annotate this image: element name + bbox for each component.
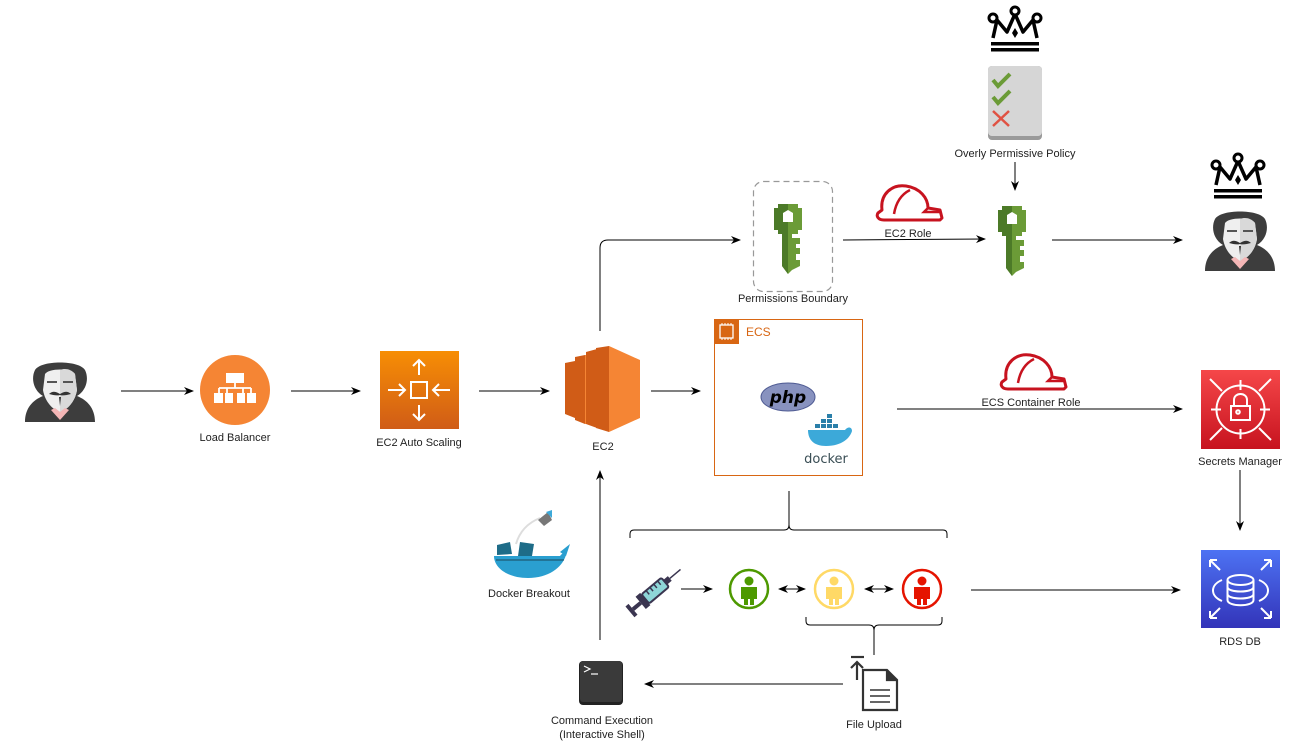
- php-logo-icon[interactable]: php: [760, 382, 816, 412]
- secrets-manager-node[interactable]: [1201, 370, 1280, 449]
- secrets-manager-label: Secrets Manager: [1198, 456, 1282, 468]
- ecs-title: ECS: [746, 325, 771, 339]
- attacker-node[interactable]: [24, 361, 96, 423]
- crown-icon: [987, 5, 1043, 54]
- command-execution-label: Command Execution: [551, 715, 653, 727]
- crown-icon: [1210, 152, 1266, 201]
- brace-ecs-scope: [629, 491, 948, 538]
- rds-label: RDS DB: [1219, 636, 1261, 648]
- crowned-hacker-icon: [1204, 210, 1276, 272]
- load-balancer-node[interactable]: [200, 355, 270, 425]
- policy-label: Overly Permissive Policy: [954, 148, 1076, 160]
- docker-breakout-node[interactable]: [494, 510, 570, 578]
- brace-privileged-users: [805, 617, 943, 655]
- ec2-label: EC2: [592, 441, 613, 453]
- role-helmet-icon: [999, 353, 1068, 391]
- policy-node[interactable]: [987, 5, 1043, 140]
- file-upload-node[interactable]: [850, 655, 899, 712]
- admin-attacker-node[interactable]: [1204, 152, 1276, 272]
- injection-node[interactable]: [625, 563, 686, 618]
- role-helmet-icon: [875, 184, 944, 222]
- ec2-node[interactable]: [565, 346, 640, 432]
- load-balancer-label: Load Balancer: [200, 432, 271, 444]
- svg-text:docker: docker: [804, 452, 848, 467]
- iam-key-icon: [998, 206, 1026, 276]
- file-upload-icon: [850, 655, 899, 712]
- docker-breakout-label: Docker Breakout: [488, 588, 570, 600]
- file-upload-label: File Upload: [846, 719, 902, 731]
- rds-node[interactable]: [1201, 550, 1280, 628]
- ecs-group[interactable]: php docker ECS: [714, 319, 863, 476]
- elevated-key-node[interactable]: [998, 206, 1026, 276]
- docker-breakout-icon: [494, 510, 570, 578]
- terminal-icon: [579, 661, 623, 705]
- ecs-group-border: [714, 319, 863, 476]
- edges: [121, 162, 1244, 688]
- ecs-container-role-icon-group[interactable]: [999, 353, 1068, 391]
- command-execution-node[interactable]: [579, 661, 623, 705]
- iam-key-icon: [774, 204, 802, 274]
- permissions-boundary-frame: [752, 180, 834, 293]
- command-execution-sublabel: (Interactive Shell): [559, 729, 645, 741]
- load-balancer-icon: [200, 355, 270, 425]
- syringe-icon: [625, 568, 681, 618]
- policy-checklist-icon: [988, 66, 1042, 140]
- user-red-node[interactable]: [901, 568, 943, 610]
- ecs-container-role-label: ECS Container Role: [981, 397, 1080, 409]
- hacker-icon: [24, 361, 96, 423]
- permissions-boundary-label: Permissions Boundary: [738, 293, 849, 305]
- ecs-container-icon: [714, 319, 739, 344]
- edge-ec2-to-permissions-boundary: [599, 236, 741, 331]
- ec2-icon: [565, 346, 640, 432]
- ec2-role-label: EC2 Role: [884, 228, 931, 240]
- permissions-boundary-node[interactable]: [752, 180, 834, 293]
- user-green-node[interactable]: [728, 568, 770, 610]
- user-yellow-node[interactable]: [813, 568, 855, 610]
- ec2-role-icon-group[interactable]: [875, 184, 944, 222]
- docker-logo-icon[interactable]: docker: [804, 414, 852, 467]
- auto-scaling-node[interactable]: [380, 351, 459, 429]
- svg-text:php: php: [769, 388, 806, 408]
- edge-ec2-role: [842, 235, 986, 244]
- auto-scaling-label: EC2 Auto Scaling: [376, 437, 462, 449]
